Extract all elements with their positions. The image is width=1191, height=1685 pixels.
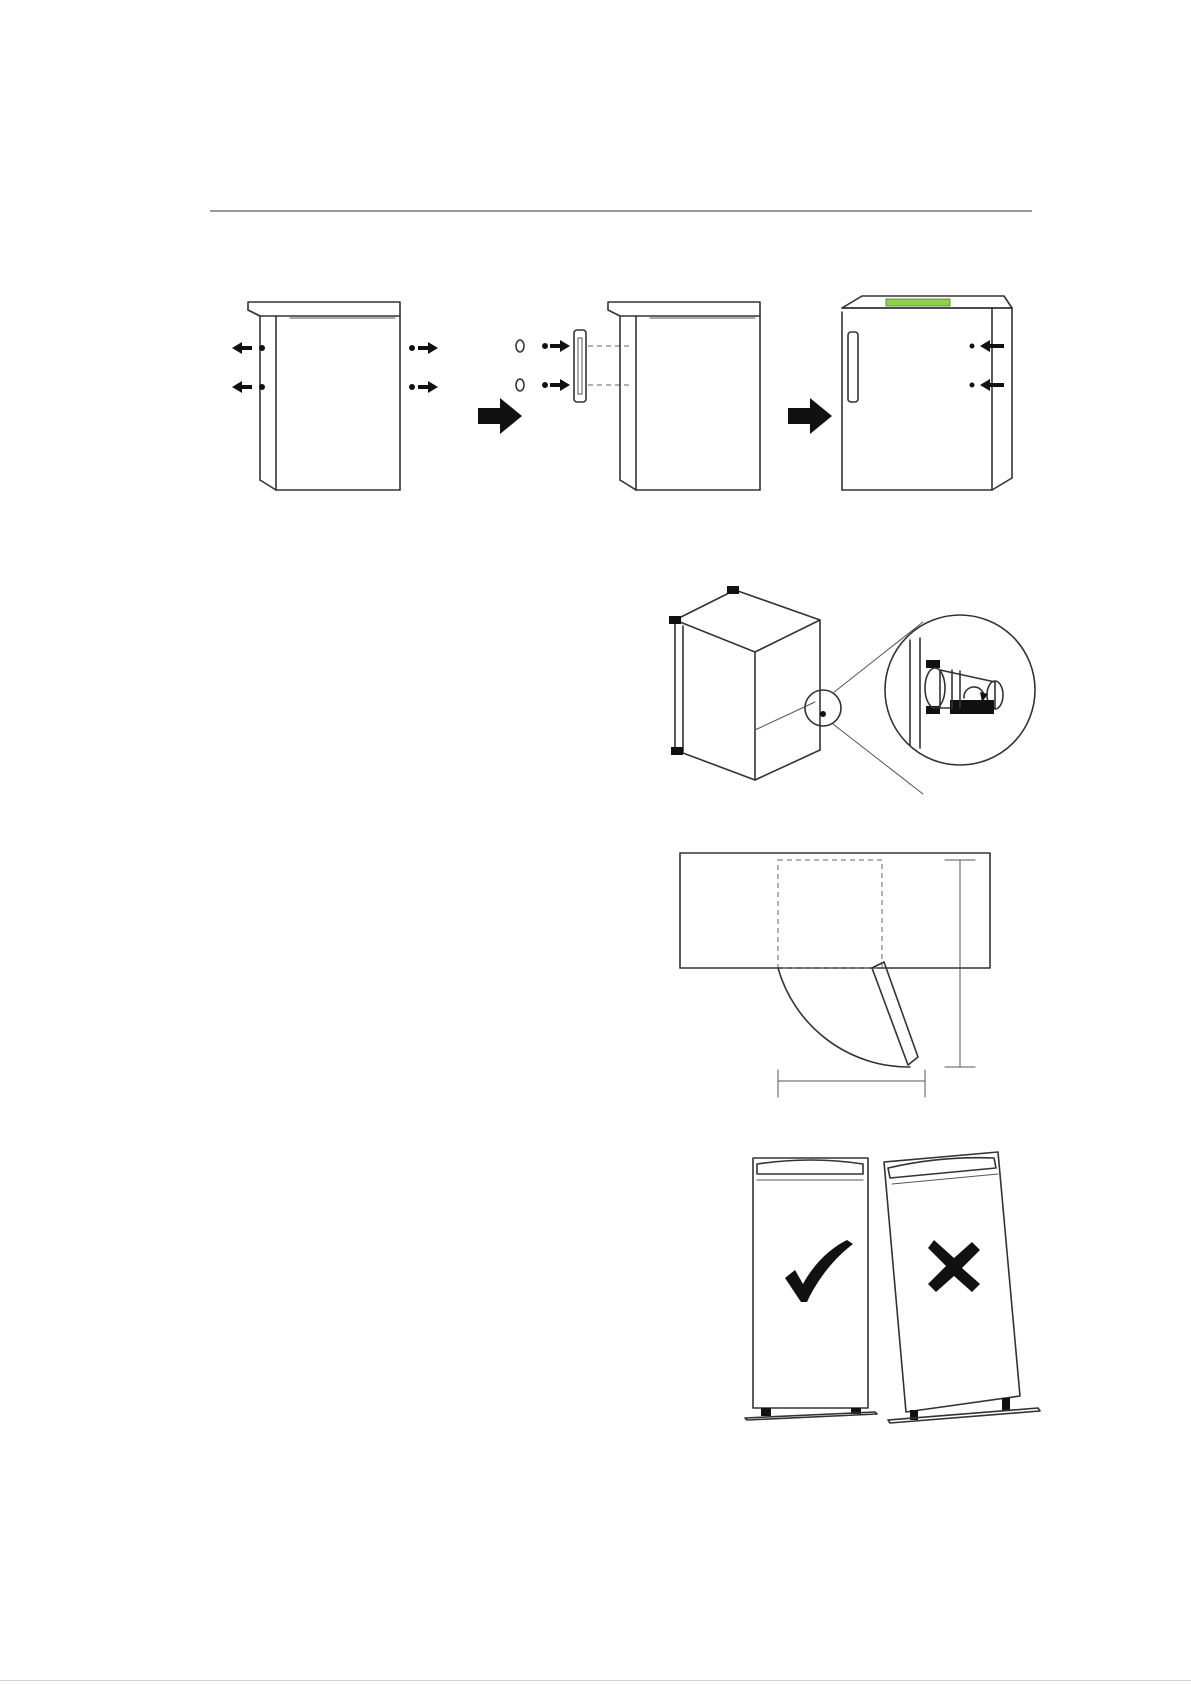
rotate-arrow-icon [960,680,990,710]
fridge-handle-icon [510,290,800,500]
fridge-open-icon [230,290,460,500]
footer-rule [0,1680,1191,1681]
checkmark-icon [785,1240,855,1305]
header-rule [210,210,1032,212]
arrow-right-icon [788,398,832,434]
dimension-arrow-icon [670,845,1010,1105]
cross-icon [928,1240,980,1292]
fridge-closed-icon [832,290,1052,500]
